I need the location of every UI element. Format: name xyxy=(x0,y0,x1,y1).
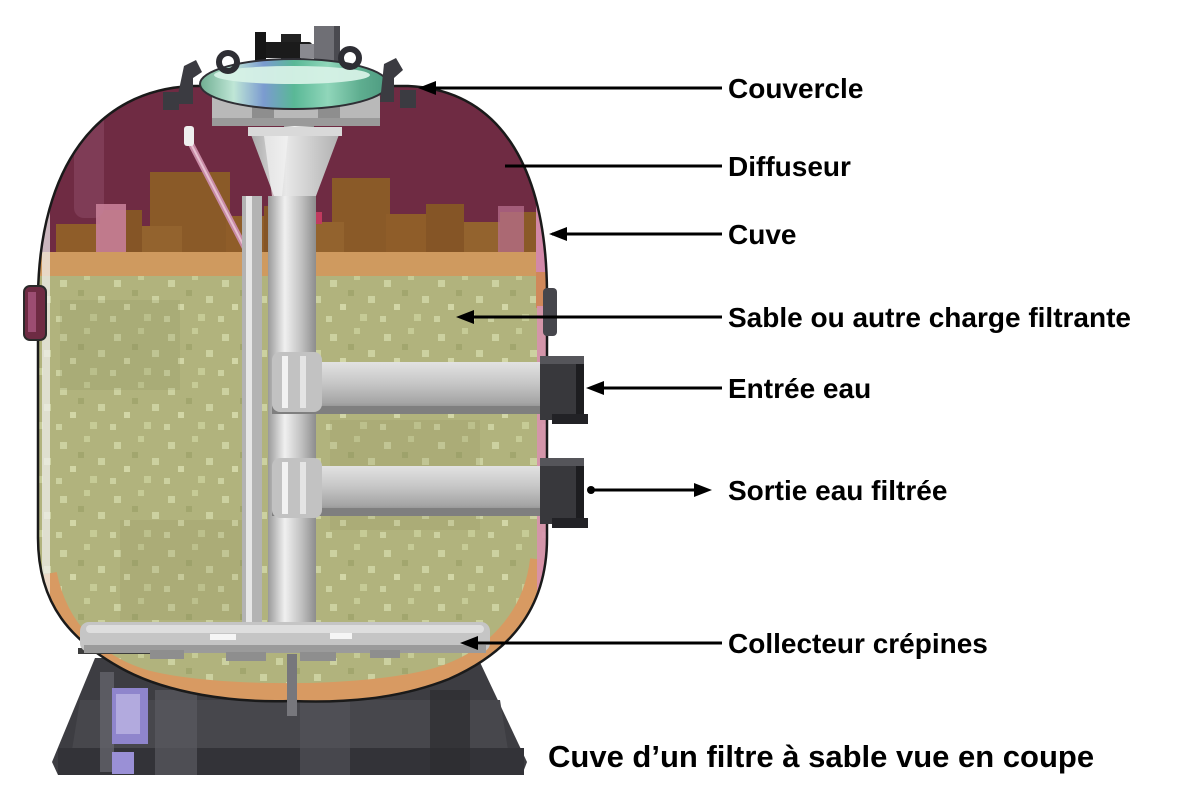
lid-clamps xyxy=(163,46,416,110)
label-entree: Entrée eau xyxy=(728,373,871,404)
left-highlight-strip xyxy=(42,96,50,600)
standpipe xyxy=(242,196,316,636)
right-pink-strip xyxy=(536,198,547,278)
diffuser-funnel xyxy=(248,127,342,196)
arrow-dot-sortie xyxy=(587,486,595,494)
outlet-pipe xyxy=(272,458,545,518)
figure-caption: Cuve d’un filtre à sable vue en coupe xyxy=(548,739,1094,774)
inlet-fitting xyxy=(540,356,588,424)
arrowhead-cuve xyxy=(549,227,567,241)
right-side-tab xyxy=(543,288,557,336)
arrowhead-sable xyxy=(456,310,474,324)
lid-assembly xyxy=(163,26,416,126)
tank-outline xyxy=(36,84,549,703)
arrowheads xyxy=(418,81,712,650)
arrowhead-couvercle xyxy=(418,81,436,95)
label-sortie: Sortie eau filtrée xyxy=(728,475,947,506)
arrowhead-entree xyxy=(586,381,604,395)
collector-laterals xyxy=(78,622,490,661)
label-couvercle: Couvercle xyxy=(728,73,863,104)
arrowhead-sortie xyxy=(694,483,712,497)
base-purple-reflection xyxy=(112,688,148,774)
drain-stub xyxy=(287,654,297,716)
inlet-pipe xyxy=(272,352,545,414)
leader-lines xyxy=(424,86,722,645)
internal-hose xyxy=(184,126,250,254)
label-sable: Sable ou autre charge filtrante xyxy=(728,302,1131,333)
left-side-tab xyxy=(23,285,47,341)
label-cuve: Cuve xyxy=(728,219,796,250)
label-diffuseur: Diffuseur xyxy=(728,151,851,182)
arrowhead-collecteur xyxy=(460,636,478,650)
outlet-fitting xyxy=(540,458,588,528)
label-collecteur: Collecteur crépines xyxy=(728,628,988,659)
